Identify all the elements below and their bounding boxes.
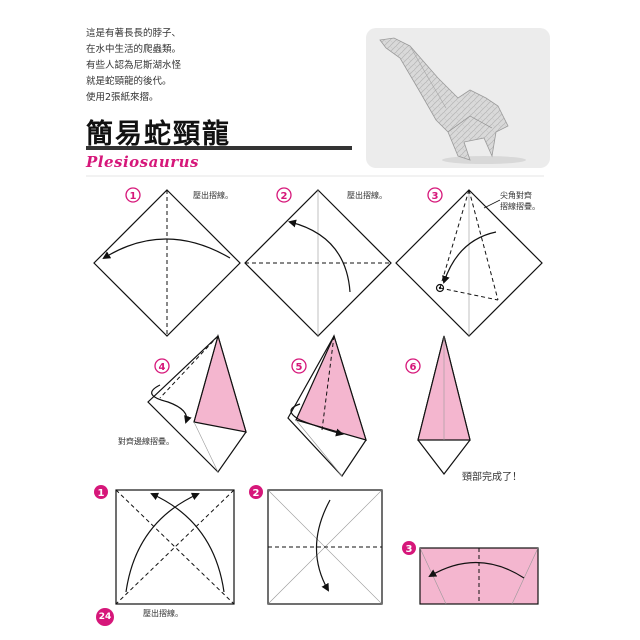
step-note: 壓出摺線。 — [347, 191, 387, 200]
page-subtitle: Plesiosaurus — [86, 153, 199, 171]
step-number: 4 — [159, 362, 166, 373]
step-note: 對齊邊線摺疊。 — [118, 437, 174, 446]
step-badge-body-2: 2 — [249, 485, 263, 499]
step-badge-body-3: 3 — [402, 541, 416, 555]
neck-step-3 — [395, 189, 543, 337]
step-badge-body-1: 1 — [94, 485, 108, 499]
step-note: 壓出摺線。 — [143, 609, 183, 618]
intro-line: 這是有著長長的脖子、 — [86, 28, 182, 39]
step-note: 尖角對齊 — [500, 191, 532, 200]
step-number: 3 — [432, 191, 439, 202]
plesiosaurus-model-image — [379, 37, 526, 164]
neck-step-1 — [93, 189, 241, 337]
intro-line: 使用2張紙來摺。 — [86, 92, 159, 103]
page-number: 24 — [96, 608, 114, 626]
step-number: 6 — [410, 362, 417, 373]
page-title: 簡易蛇頸龍 — [86, 119, 231, 150]
intro-line: 在水中生活的爬蟲類。 — [86, 44, 182, 55]
step-note: 壓出摺線。 — [193, 191, 233, 200]
step-number: 2 — [281, 191, 288, 202]
completion-note: 頸部完成了！ — [462, 472, 522, 483]
step-badge-neck-4: 4 — [154, 358, 170, 374]
step-note: 摺線摺疊。 — [500, 202, 540, 211]
step-number: 5 — [296, 362, 303, 373]
body-step-2 — [267, 489, 383, 605]
step-number: 1 — [130, 191, 137, 202]
step-badge-neck-1: 1 — [125, 187, 141, 203]
intro-line: 就是蛇頸龍的後代。 — [86, 76, 172, 87]
intro-line: 有些人認為尼斯湖水怪 — [86, 60, 182, 71]
step-number: 3 — [406, 544, 413, 555]
step-badge-neck-6: 6 — [405, 358, 421, 374]
body-step-1 — [115, 489, 235, 605]
neck-step-6 — [417, 335, 471, 475]
step-badge-neck-2: 2 — [276, 187, 292, 203]
body-step-3 — [419, 547, 539, 605]
step-number: 1 — [98, 488, 105, 499]
step-badge-neck-3: 3 — [427, 187, 443, 203]
step-number: 2 — [253, 488, 260, 499]
neck-step-4 — [147, 333, 247, 473]
finished-model-photo — [366, 28, 550, 168]
step-badge-neck-5: 5 — [291, 358, 307, 374]
neck-step-5 — [287, 334, 367, 477]
neck-step-2 — [244, 189, 392, 337]
intro-text: 這是有著長長的脖子、 在水中生活的爬蟲類。 有些人認為尼斯湖水怪 就是蛇頸龍的後… — [86, 26, 256, 106]
title-rule — [86, 146, 352, 150]
